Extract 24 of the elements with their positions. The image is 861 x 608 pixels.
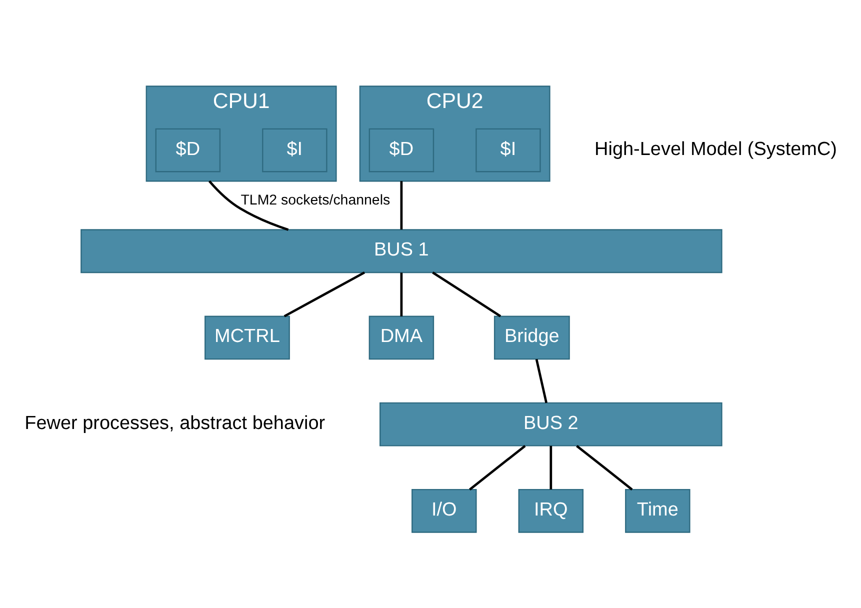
- node-box: $I: [476, 128, 541, 172]
- node-box: Bridge: [494, 315, 570, 360]
- connector: [284, 270, 366, 317]
- node-box: $D: [155, 128, 221, 172]
- connector: [550, 445, 552, 490]
- connector: [576, 444, 633, 490]
- label: High-Level Model (SystemC): [594, 138, 838, 160]
- connector: [208, 180, 289, 230]
- connector: [400, 272, 403, 316]
- connector: [432, 270, 502, 317]
- connector: [535, 358, 548, 403]
- node-box: BUS 1: [80, 228, 722, 273]
- node-box: I/O: [412, 488, 477, 532]
- node-box: MCTRL: [204, 315, 290, 360]
- node-box: BUS 2: [380, 402, 722, 446]
- edge-label: TLM2 sockets/channels: [240, 192, 390, 208]
- node-box: $D: [368, 128, 434, 172]
- label: Fewer processes, abstract behavior: [24, 412, 326, 434]
- node-box: Time: [625, 488, 690, 532]
- connector: [469, 444, 526, 490]
- connector: [400, 180, 403, 230]
- node-box: $I: [262, 128, 328, 172]
- node-box: IRQ: [518, 488, 584, 532]
- node-box: DMA: [368, 315, 434, 360]
